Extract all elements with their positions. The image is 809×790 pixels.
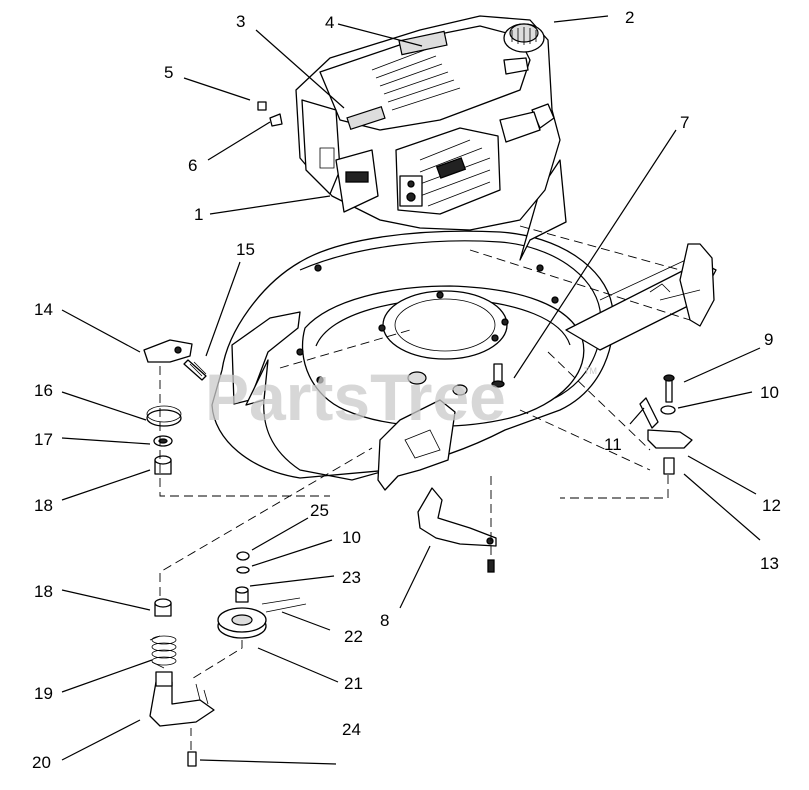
callout-22: 22 [344, 627, 363, 646]
lower-drive-parts [149, 447, 373, 767]
callout-18-lower: 18 [34, 582, 53, 601]
callout-numbers: 1 2 3 4 5 6 7 8 9 10 10 11 12 13 14 15 1… [32, 8, 781, 772]
callout-19: 19 [34, 684, 53, 703]
small-parts-5-6 [257, 101, 283, 127]
callout-7: 7 [680, 113, 689, 132]
right-adjuster-parts [560, 374, 693, 499]
shroud-vents [371, 47, 461, 111]
callout-4: 4 [325, 13, 334, 32]
callout-14: 14 [34, 300, 53, 319]
callout-2: 2 [625, 8, 634, 27]
callout-10-lower: 10 [342, 528, 361, 547]
watermark-trademark: TM [584, 366, 597, 376]
callout-15: 15 [236, 240, 255, 259]
callout-6: 6 [188, 156, 197, 175]
callout-12: 12 [762, 496, 781, 515]
callout-10-right: 10 [760, 383, 779, 402]
leader-lines [61, 15, 761, 765]
callout-1: 1 [194, 205, 203, 224]
callout-17: 17 [34, 430, 53, 449]
callout-9: 9 [764, 330, 773, 349]
left-adjuster-parts [143, 329, 411, 497]
callout-5: 5 [164, 63, 173, 82]
engine [295, 15, 561, 231]
callout-25: 25 [310, 501, 329, 520]
deck-bolts [296, 264, 559, 384]
callout-24: 24 [342, 720, 361, 739]
spring [149, 635, 177, 669]
callout-21: 21 [344, 674, 363, 693]
callout-8: 8 [380, 611, 389, 630]
callout-11: 11 [604, 435, 622, 454]
callout-3: 3 [236, 12, 245, 31]
callout-18-upper: 18 [34, 496, 53, 515]
callout-13: 13 [760, 554, 779, 573]
baffle-part [417, 476, 497, 573]
callout-16: 16 [34, 381, 53, 400]
stud-part-7 [491, 363, 505, 388]
mower-deck [211, 159, 717, 491]
watermark-text: PartsTree [205, 360, 506, 434]
callout-23: 23 [342, 568, 361, 587]
callout-20: 20 [32, 753, 51, 772]
